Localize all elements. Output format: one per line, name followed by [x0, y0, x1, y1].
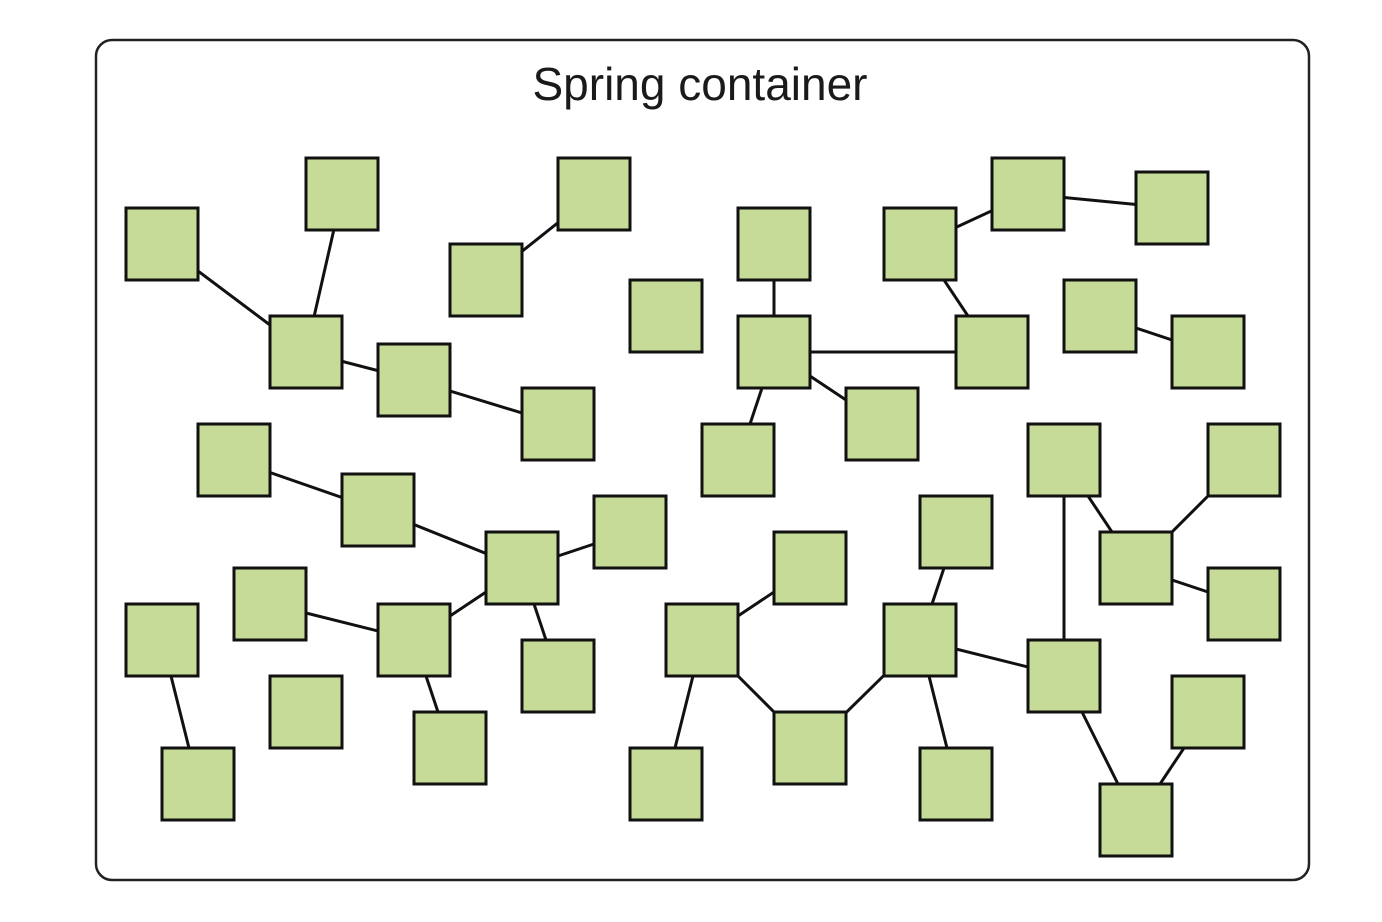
bean-box-41 [1206, 566, 1282, 642]
bean-box-36 [918, 746, 994, 822]
bean-box-9 [736, 206, 812, 282]
bean-box-18 [1170, 314, 1246, 390]
bean-boxes [124, 156, 1282, 858]
bean-box-16 [954, 314, 1030, 390]
bean-box-31 [772, 530, 848, 606]
bean-box-21 [484, 530, 560, 606]
bean-box-28 [124, 602, 200, 678]
bean-box-35 [918, 494, 994, 570]
bean-box-43 [1098, 782, 1174, 858]
bean-box-32 [628, 746, 704, 822]
bean-box-4 [376, 342, 452, 418]
bean-box-25 [520, 638, 596, 714]
bean-box-7 [556, 156, 632, 232]
bean-box-40 [1098, 530, 1174, 606]
bean-box-12 [844, 386, 920, 462]
bean-box-26 [412, 710, 488, 786]
bean-box-24 [232, 566, 308, 642]
bean-box-5 [520, 386, 596, 462]
bean-box-1 [124, 206, 200, 282]
bean-box-15 [1134, 170, 1210, 246]
bean-box-23 [376, 602, 452, 678]
container-title: Spring container [533, 58, 868, 110]
bean-box-22 [592, 494, 668, 570]
bean-box-11 [700, 422, 776, 498]
bean-box-27 [268, 674, 344, 750]
bean-box-13 [882, 206, 958, 282]
bean-box-33 [772, 710, 848, 786]
bean-box-19 [196, 422, 272, 498]
bean-box-6 [448, 242, 524, 318]
bean-box-8 [628, 278, 704, 354]
bean-box-10 [736, 314, 812, 390]
bean-box-38 [1026, 422, 1102, 498]
bean-box-2 [304, 156, 380, 232]
bean-box-17 [1062, 278, 1138, 354]
bean-box-42 [1170, 674, 1246, 750]
bean-box-30 [664, 602, 740, 678]
bean-box-20 [340, 472, 416, 548]
bean-box-14 [990, 156, 1066, 232]
bean-box-39 [1206, 422, 1282, 498]
bean-box-37 [1026, 638, 1102, 714]
bean-box-34 [882, 602, 958, 678]
bean-box-3 [268, 314, 344, 390]
bean-box-29 [160, 746, 236, 822]
